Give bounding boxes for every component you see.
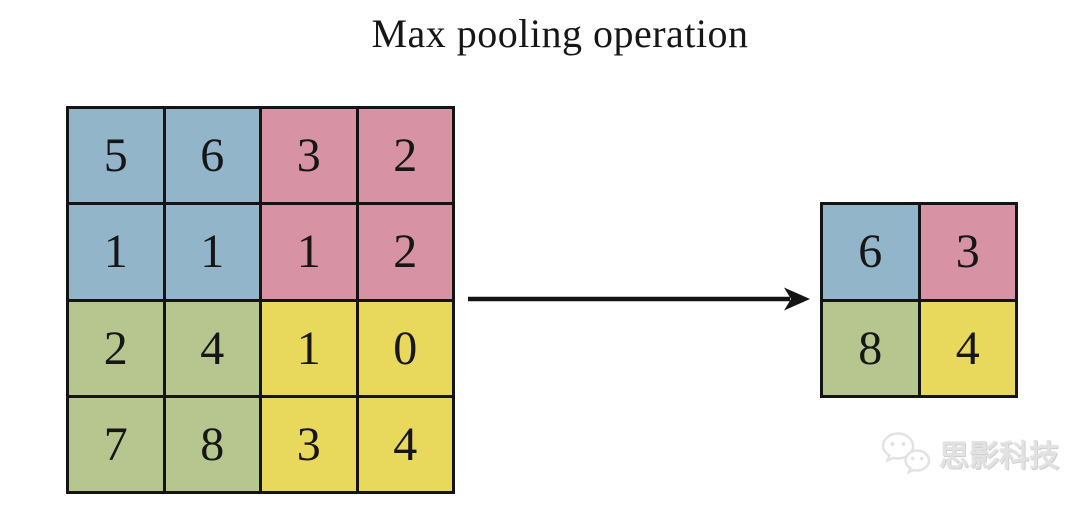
grid-cell: 7 [69, 397, 163, 491]
grid-cell: 2 [358, 205, 452, 299]
grid-cell: 3 [920, 205, 1015, 299]
grid-cell: 4 [358, 397, 452, 491]
grid-cell: 6 [823, 205, 918, 299]
grid-cell: 8 [165, 397, 259, 491]
grid-cell: 6 [165, 109, 259, 203]
grid-cell: 3 [262, 397, 356, 491]
arrow-right-icon [468, 287, 810, 311]
grid-cell: 4 [165, 301, 259, 395]
grid-cell: 1 [262, 205, 356, 299]
grid-cell: 5 [69, 109, 163, 203]
diagram-title: Max pooling operation [371, 11, 749, 56]
grid-cell: 1 [165, 205, 259, 299]
grid-cell: 3 [262, 109, 356, 203]
grid-cell: 2 [69, 301, 163, 395]
grid-cell: 1 [69, 205, 163, 299]
grid-cell: 8 [823, 301, 918, 395]
wechat-icon [881, 432, 931, 475]
grid-cell: 2 [358, 109, 452, 203]
watermark-text: 思影科技 [939, 439, 1059, 474]
grid-cell: 1 [262, 301, 356, 395]
watermark: 思影科技 [880, 428, 1059, 478]
grid-cell: 0 [358, 301, 452, 395]
grid-cell: 4 [920, 301, 1015, 395]
